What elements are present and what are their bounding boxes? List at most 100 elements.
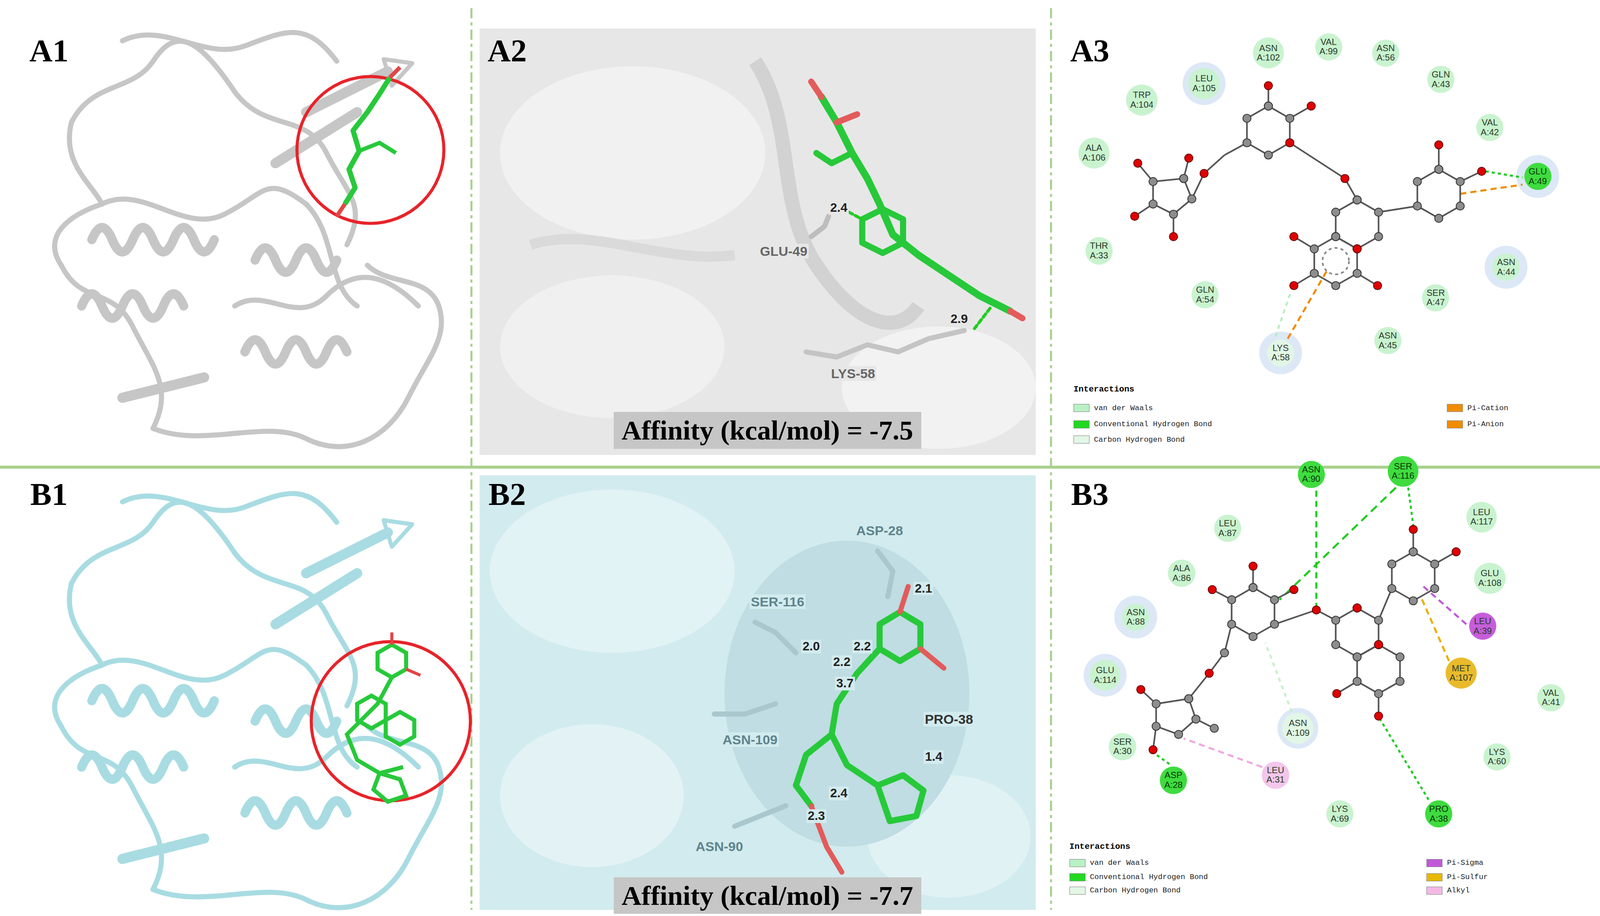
residue-circle: MET A:107 [1445,657,1477,689]
ligand-2d-a3 [1373,281,1382,290]
residue-distance-label: 2.2 [831,655,852,670]
residue-distance-label: GLU-49 [758,243,809,259]
ligand-sticks-a2 [1010,311,1023,319]
residue-label: LYS A:69 [1330,804,1349,824]
legend-swatch [1069,873,1086,882]
ligand-2d-b3 [1188,673,1210,699]
ligand-2d-b3 [1248,562,1257,571]
ligand-2d-a3 [1169,232,1178,241]
residue-circle: ASN A:90 [1297,461,1325,489]
ligand-highlight-b1 [390,632,394,646]
ligand-2d-a3 [1417,169,1461,219]
ligand-2d-b3 [1136,525,1461,755]
legend-text: Carbon Hydrogen Bond [1089,886,1181,896]
residue-halo [1484,246,1528,289]
legend-heading: Interactions [1069,842,1131,852]
ligand-2d-b3 [1231,587,1275,637]
residue-circle: LEU A:105 [1188,68,1220,100]
residue-halo [1182,62,1226,106]
residue-label: ALA A:86 [1172,563,1191,584]
residue-circle: SER A:30 [1108,733,1136,761]
residue-label: ASN A:56 [1376,43,1395,63]
ligand-sticks-a2 [811,81,822,97]
legend-swatch [1073,435,1090,444]
ligand-2d-a3 [1477,167,1486,176]
ligand-sticks-b2 [877,550,893,597]
residue-circle: SER A:116 [1387,456,1419,487]
residue-circle: LYS A:69 [1326,800,1354,828]
residue-label: ASN A:90 [1302,465,1321,485]
surface-b2 [479,475,1037,911]
panel-label: A1 [29,33,69,69]
residue-distance-label: LYS-58 [829,366,877,381]
residue-label: VAL A:42 [1480,117,1499,138]
residue-distance-label: ASN-90 [694,839,745,855]
residue-label: PRO A:38 [1429,804,1449,824]
residue-label: THR A:33 [1089,241,1109,261]
ligand-2d-b3 [1136,525,1461,755]
ligand-2d-a3 [1224,142,1247,156]
surface-b2 [490,490,735,654]
ligand-2d-a3 [1184,153,1193,163]
residue-circle: VAL A:99 [1315,33,1343,61]
surface-b2 [499,724,684,868]
ligand-highlight-b1 [373,773,406,803]
residue-circle: ALA A:86 [1167,559,1195,588]
interaction-line [1154,171,1523,800]
interaction-line [1420,595,1449,662]
residue-circle: LEU A:31 [1261,761,1289,790]
residue-label: TRP A:104 [1130,90,1154,110]
interaction-line [1265,643,1293,713]
surface-a2 [499,275,725,419]
ligand-2d-b3 [1136,685,1145,694]
ligand-sticks-a2 [849,212,863,220]
residue-label: LEU A:31 [1266,765,1285,786]
ligand-2d-a3 [1130,81,1486,290]
affinity-text: Affinity (kcal/mol) = -7.5 [621,413,914,447]
ligand-2d-a3 [1289,232,1298,241]
residue-distance-label: 2.9 [949,312,970,327]
residue-label: GLU A:114 [1093,665,1117,685]
ligand-sticks-a2 [806,81,1023,357]
interaction-line [1380,720,1429,801]
residue-label: LEU A:105 [1192,73,1216,94]
protein-cartoon-a1 [344,77,390,204]
residue-label: ASN A:45 [1378,331,1398,351]
ligand-sticks-b2 [714,550,944,873]
ligand-2d-a3 [1378,206,1418,213]
residue-label: ASN A:109 [1286,718,1310,738]
ligand-sticks-b2 [795,734,832,807]
panel-label: B3 [1071,477,1109,513]
ligand-sticks-a2 [811,216,829,237]
ligand-2d-a3 [1153,178,1192,215]
panel-label: A2 [487,33,527,69]
surface-a2 [530,238,735,257]
residue-circle: THR A:33 [1085,237,1113,265]
ligand-2d-a3 [1247,105,1290,155]
interaction-line [1315,490,1318,607]
ligand-sticks-a2 [862,209,904,254]
ligand-2d-b3 [1208,585,1217,594]
ligand-2d-a3 [1130,212,1139,221]
residue-circle: PRO A:38 [1425,800,1453,828]
legend-swatch [1069,859,1086,868]
legend-swatch [1446,420,1463,429]
affinity-box: Affinity (kcal/mol) = -7.5 [613,412,922,449]
residue-label: GLN A:54 [1195,285,1215,305]
interaction-line [1275,291,1291,337]
residue-circle: ASN A:44 [1492,253,1520,281]
residue-halo [1083,654,1127,697]
residue-circle: LYS A:58 [1267,339,1295,367]
panel-divider [0,465,1600,470]
ligand-2d-a3 [1322,247,1349,275]
ligand-2d-b3 [1289,585,1298,594]
legend-text: Conventional Hydrogen Bond [1093,420,1212,429]
residue-label: VAL A:99 [1319,37,1338,57]
residue-circle: GLU A:49 [1524,162,1552,191]
legend-swatch [1426,859,1443,868]
residue-label: ASN A:102 [1256,43,1280,63]
interaction-line [1485,171,1523,178]
ligand-sticks-b2 [899,586,908,612]
protein-cartoon-a1 [54,32,445,447]
